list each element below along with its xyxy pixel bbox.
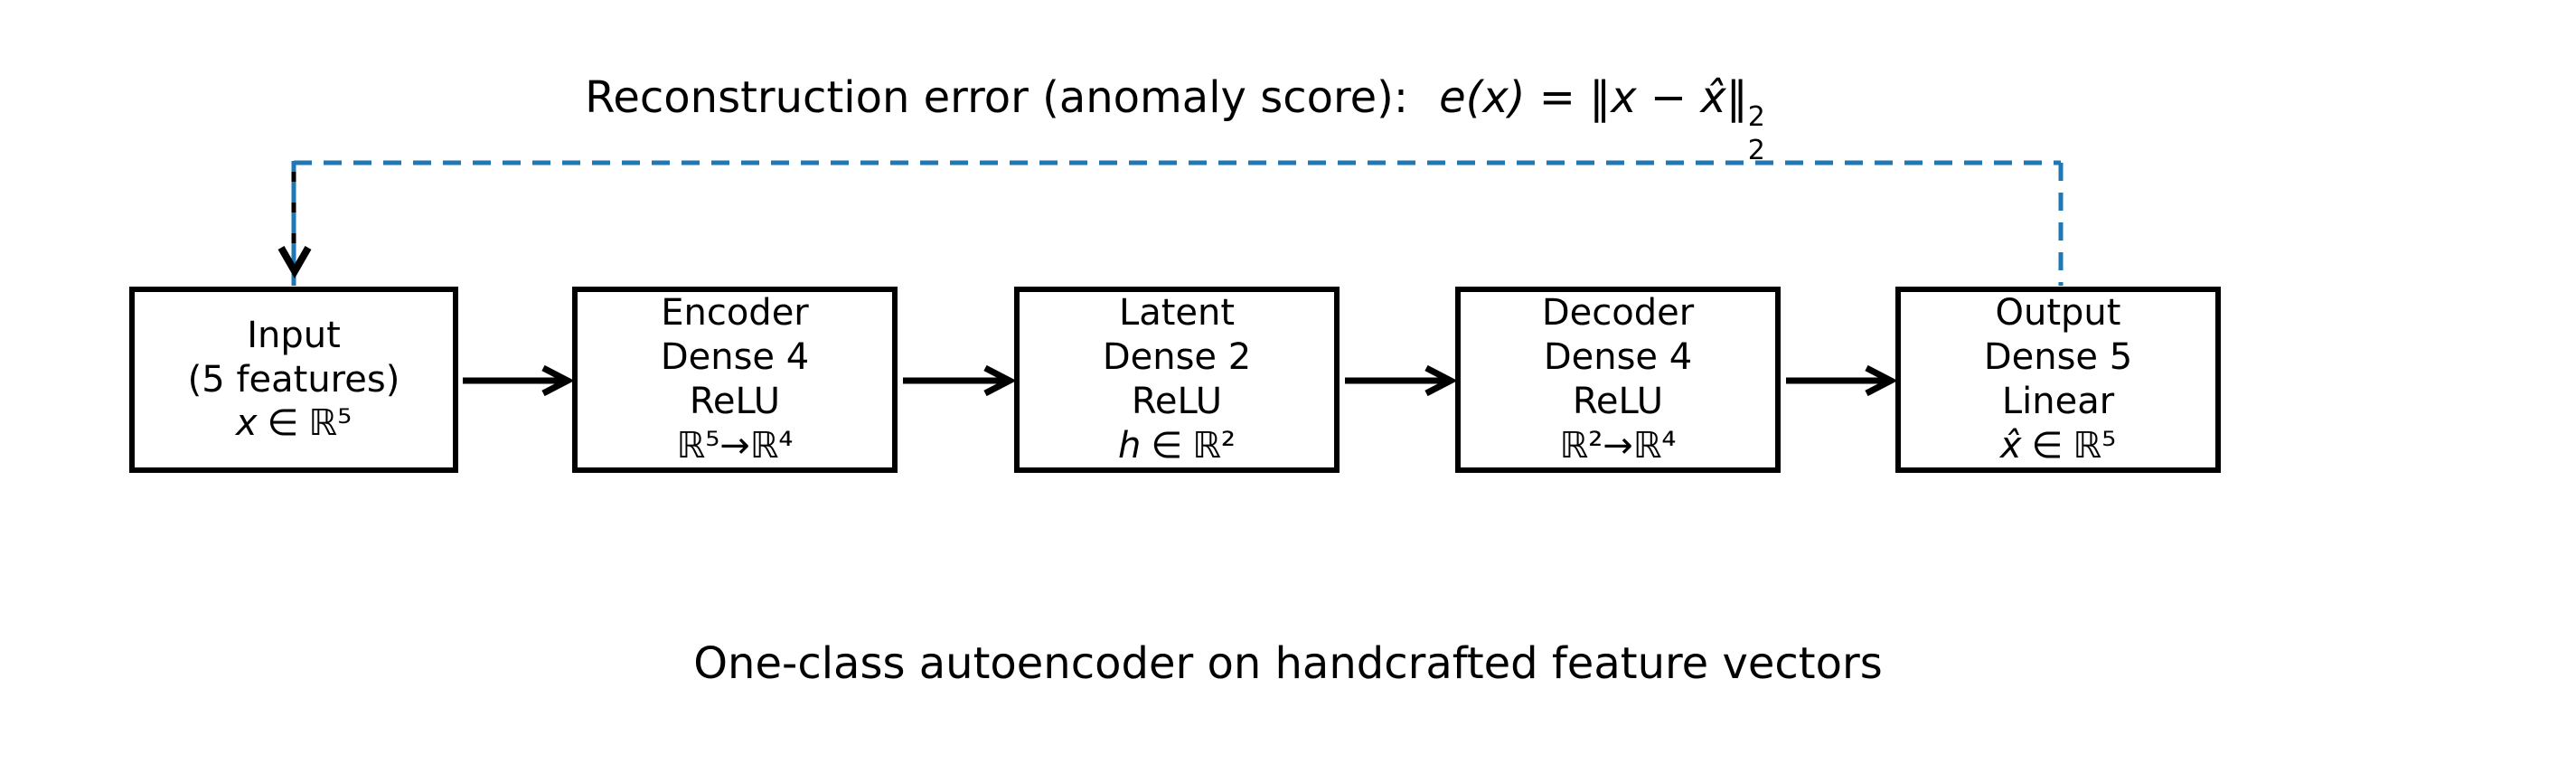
math-variable: x̂ xyxy=(1999,424,2022,467)
box-input-detail: (5 features) xyxy=(187,358,400,401)
box-output-math: x̂ ∈ ℝ⁵ xyxy=(2000,424,2116,468)
box-latent-math: h ∈ ℝ² xyxy=(1118,424,1236,468)
box-output-name: Output xyxy=(1995,292,2121,335)
math-set: ℝ²→ℝ⁴ xyxy=(1559,424,1677,467)
math-set: ℝ⁵→ℝ⁴ xyxy=(676,424,794,467)
arrow-input-to-encoder xyxy=(463,364,575,397)
box-input-name: Input xyxy=(247,314,341,356)
box-latent: Latent Dense 2 ReLU h ∈ ℝ² xyxy=(1014,287,1340,473)
math-variable: x xyxy=(235,402,258,445)
box-input: Input (5 features) x ∈ ℝ⁵ xyxy=(129,287,458,473)
feedback-arrowhead-icon xyxy=(277,246,312,279)
box-decoder: Decoder Dense 4 ReLU ℝ²→ℝ⁴ xyxy=(1455,287,1781,473)
arrow-encoder-to-latent xyxy=(903,364,1017,397)
box-decoder-name: Decoder xyxy=(1541,292,1695,335)
math-set: ℝ² xyxy=(1192,424,1236,467)
arrow-latent-to-decoder xyxy=(1345,364,1458,397)
box-encoder: Encoder Dense 4 ReLU ℝ⁵→ℝ⁴ xyxy=(572,287,898,473)
box-encoder-math: ℝ⁵→ℝ⁴ xyxy=(677,424,794,468)
arrow-decoder-to-output xyxy=(1786,364,1898,397)
box-latent-layer: Dense 2 xyxy=(1102,336,1252,379)
formula-body: e(x) = ‖x − x̂‖ xyxy=(1439,72,1748,123)
box-input-math: x ∈ ℝ⁵ xyxy=(236,401,352,446)
formula-subscript: 2 xyxy=(1747,135,1765,166)
box-latent-name: Latent xyxy=(1118,292,1236,335)
box-encoder-name: Encoder xyxy=(661,292,809,335)
formula-superscript: 2 xyxy=(1747,101,1765,133)
math-set: ℝ⁵ xyxy=(2073,424,2117,467)
box-decoder-layer: Dense 4 xyxy=(1543,336,1693,379)
math-variable: h xyxy=(1118,424,1142,467)
diagram-title: Reconstruction error (anomaly score): e(x… xyxy=(129,72,2221,165)
box-output: Output Dense 5 Linear x̂ ∈ ℝ⁵ xyxy=(1895,287,2221,473)
box-latent-activation: ReLU xyxy=(1131,381,1223,422)
box-decoder-activation: ReLU xyxy=(1572,381,1664,422)
box-output-activation: Linear xyxy=(2001,381,2115,422)
box-output-layer: Dense 5 xyxy=(1983,336,2133,379)
box-decoder-math: ℝ²→ℝ⁴ xyxy=(1560,424,1677,468)
math-set: ℝ⁵ xyxy=(308,402,353,445)
math-relation: ∈ xyxy=(267,402,299,445)
math-relation: ∈ xyxy=(2031,424,2064,467)
box-encoder-activation: ReLU xyxy=(689,381,781,422)
figure-caption: One-class autoencoder on handcrafted fea… xyxy=(693,638,1883,689)
box-encoder-layer: Dense 4 xyxy=(660,336,810,379)
math-relation: ∈ xyxy=(1151,424,1183,467)
title-label: Reconstruction error (anomaly score): xyxy=(585,72,1409,123)
